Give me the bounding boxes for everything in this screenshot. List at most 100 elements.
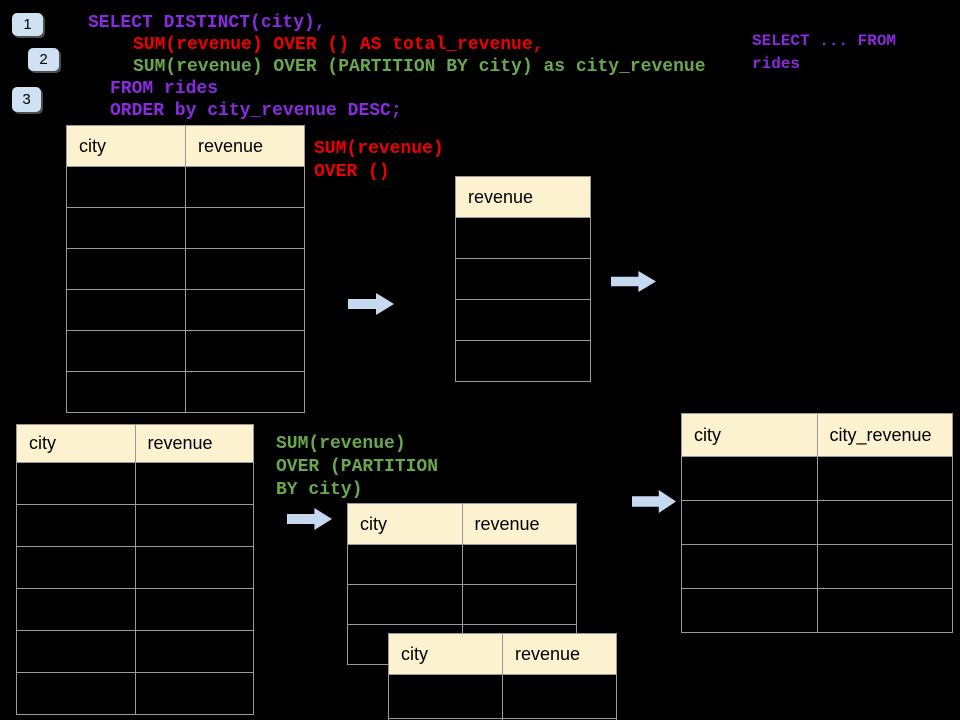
empty-cell bbox=[461, 584, 577, 625]
empty-cell bbox=[681, 544, 818, 589]
table-row bbox=[66, 166, 305, 208]
empty-cell bbox=[66, 166, 186, 208]
table-row bbox=[347, 544, 577, 585]
arrow-right-icon bbox=[348, 293, 394, 315]
table-row bbox=[66, 330, 305, 372]
empty-cell bbox=[185, 330, 305, 372]
column-header: city bbox=[16, 424, 136, 463]
empty-cell bbox=[502, 674, 617, 719]
table-header-row: revenue bbox=[455, 176, 591, 218]
empty-cell bbox=[185, 371, 305, 413]
sql-code-line: FROM rides bbox=[110, 79, 219, 99]
note-line: rides bbox=[752, 55, 801, 73]
note-line: SUM(revenue) bbox=[314, 139, 444, 159]
empty-cell bbox=[134, 504, 254, 547]
empty-cell bbox=[816, 456, 953, 501]
table-row bbox=[16, 588, 254, 631]
note-line: SUM(revenue) bbox=[276, 434, 406, 454]
note-line: BY city) bbox=[276, 480, 363, 500]
sql-code-line: SUM(revenue) OVER (PARTITION BY city) as… bbox=[133, 57, 706, 77]
arrow-right-icon bbox=[287, 508, 332, 530]
empty-cell bbox=[816, 500, 953, 545]
empty-cell bbox=[66, 207, 186, 249]
table-row bbox=[16, 672, 254, 715]
annotation-partition-by-city: SUM(revenue) OVER (PARTITION BY city) bbox=[276, 433, 438, 502]
sql-code-line: ORDER by city_revenue DESC; bbox=[110, 101, 402, 121]
column-header: city_revenue bbox=[816, 413, 953, 457]
table-row bbox=[347, 584, 577, 625]
column-header: revenue bbox=[185, 125, 305, 167]
table-row bbox=[66, 371, 305, 413]
table-row bbox=[16, 504, 254, 547]
column-header: city bbox=[388, 633, 503, 675]
table-row bbox=[66, 289, 305, 331]
table-row bbox=[388, 718, 617, 720]
table-row bbox=[455, 299, 591, 341]
column-header: revenue bbox=[134, 424, 254, 463]
table-row bbox=[66, 248, 305, 290]
sql-code-line: SUM(revenue) OVER () AS total_revenue, bbox=[133, 35, 544, 55]
empty-cell bbox=[455, 340, 591, 382]
column-header: city bbox=[66, 125, 186, 167]
step-badge-2: 2 bbox=[28, 48, 59, 71]
empty-cell bbox=[681, 456, 818, 501]
empty-cell bbox=[185, 207, 305, 249]
step-badge-2-label: 2 bbox=[39, 51, 48, 68]
empty-cell bbox=[816, 544, 953, 589]
empty-cell bbox=[681, 588, 818, 633]
empty-cell bbox=[16, 546, 136, 589]
empty-cell bbox=[66, 248, 186, 290]
sql-code-block: SELECT DISTINCT(city),SUM(revenue) OVER … bbox=[88, 12, 706, 122]
column-header: revenue bbox=[461, 503, 577, 545]
empty-cell bbox=[185, 248, 305, 290]
step-badge-3: 3 bbox=[12, 87, 41, 112]
empty-cell bbox=[502, 718, 617, 720]
empty-cell bbox=[16, 462, 136, 505]
step-badge-3-label: 3 bbox=[22, 91, 31, 108]
empty-cell bbox=[681, 500, 818, 545]
table-row bbox=[455, 258, 591, 300]
empty-cell bbox=[455, 299, 591, 341]
empty-cell bbox=[134, 462, 254, 505]
table-row bbox=[388, 674, 617, 719]
column-header: city bbox=[347, 503, 463, 545]
table-total-revenue: revenue bbox=[455, 176, 591, 382]
empty-cell bbox=[347, 544, 463, 585]
empty-cell bbox=[455, 217, 591, 259]
empty-cell bbox=[461, 544, 577, 585]
empty-cell bbox=[185, 166, 305, 208]
table-row bbox=[16, 462, 254, 505]
sql-code-line: SELECT DISTINCT(city), bbox=[88, 13, 326, 33]
empty-cell bbox=[16, 588, 136, 631]
empty-cell bbox=[185, 289, 305, 331]
table-row bbox=[16, 546, 254, 589]
empty-cell bbox=[66, 289, 186, 331]
empty-cell bbox=[66, 330, 186, 372]
empty-cell bbox=[16, 630, 136, 673]
step-badge-1-label: 1 bbox=[23, 16, 32, 33]
table-row bbox=[455, 217, 591, 259]
empty-cell bbox=[816, 588, 953, 633]
note-line: OVER (PARTITION bbox=[276, 457, 439, 477]
table-row bbox=[455, 340, 591, 382]
table-row bbox=[16, 630, 254, 673]
empty-cell bbox=[134, 630, 254, 673]
table-row bbox=[681, 544, 953, 589]
table-row bbox=[681, 456, 953, 501]
empty-cell bbox=[16, 672, 136, 715]
table-row bbox=[681, 588, 953, 633]
step-badge-1: 1 bbox=[12, 13, 43, 36]
empty-cell bbox=[134, 588, 254, 631]
empty-cell bbox=[134, 672, 254, 715]
column-header: revenue bbox=[455, 176, 591, 218]
note-line: OVER () bbox=[314, 162, 390, 182]
